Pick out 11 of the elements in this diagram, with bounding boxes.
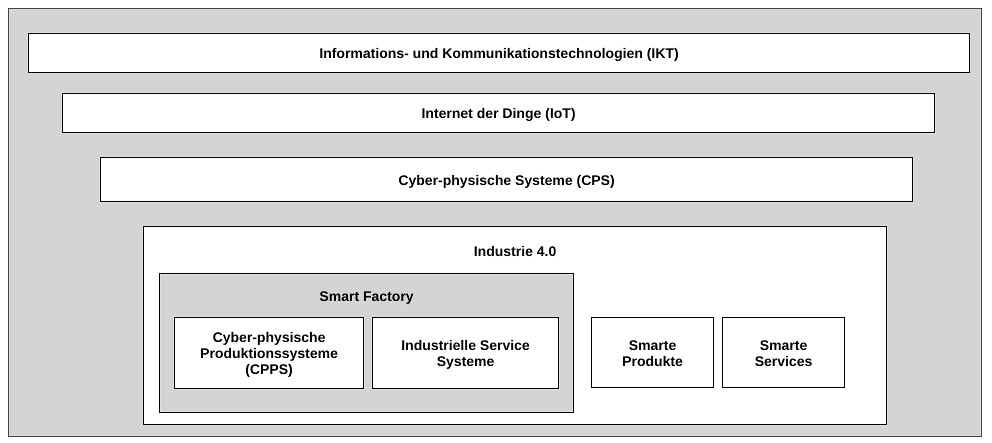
group-box <box>159 273 574 413</box>
text-box: Cyber-physische Produktionssysteme (CPPS) <box>174 317 364 389</box>
text-box: Internet der Dinge (IoT) <box>62 93 935 133</box>
text-box: Smarte Produkte <box>591 317 714 388</box>
text-box: Cyber-physische Systeme (CPS) <box>100 157 913 202</box>
text-box: Informations- und Kommunikationstechnologien (IKT) <box>28 33 970 73</box>
group-heading: Smart Factory <box>319 288 414 304</box>
text-box: Smarte Services <box>722 317 845 388</box>
group-heading: Industrie 4.0 <box>474 243 556 259</box>
text-box: Industrielle Service Systeme <box>372 317 559 389</box>
group-box <box>143 226 887 425</box>
